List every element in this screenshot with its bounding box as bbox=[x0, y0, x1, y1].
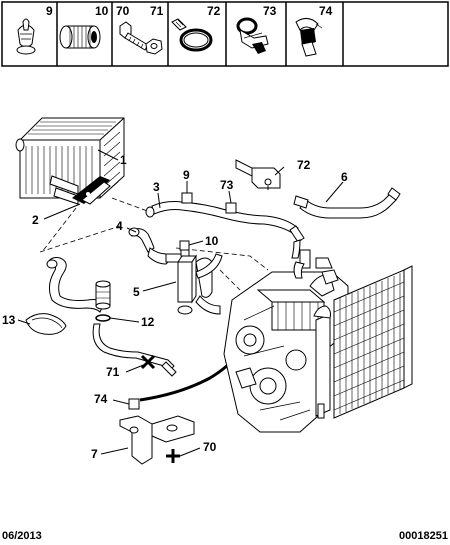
legend-number-71: 71 bbox=[150, 4, 164, 18]
legend-item-10: 10 bbox=[59, 4, 109, 49]
marker-box-9 bbox=[181, 192, 193, 204]
callout-13: 13 bbox=[2, 313, 16, 327]
footer-date: 06/2013 bbox=[2, 530, 42, 542]
legend-number-73: 73 bbox=[263, 4, 277, 18]
leader-lines bbox=[17, 149, 344, 457]
valve-block-5 bbox=[177, 245, 223, 315]
marker-box-10 bbox=[179, 240, 190, 251]
radiator-flange bbox=[72, 176, 111, 205]
callout-73: 73 bbox=[220, 178, 234, 192]
heater-hose-4 bbox=[128, 227, 187, 265]
legend-number-74: 74 bbox=[319, 4, 333, 18]
temperature-sensor-housing bbox=[235, 159, 281, 190]
marker-box-74 bbox=[128, 398, 140, 410]
legend-item-72: 72 bbox=[171, 4, 221, 52]
bracket-clip-icon bbox=[236, 17, 269, 54]
marker-box-73 bbox=[225, 202, 237, 214]
callout-71: 71 bbox=[106, 365, 120, 379]
callout-70: 70 bbox=[203, 440, 217, 454]
legend-item-9: 9 bbox=[16, 4, 53, 55]
nut-icon bbox=[145, 38, 163, 55]
callout-7: 7 bbox=[91, 447, 98, 461]
legend-number-9: 9 bbox=[46, 4, 53, 18]
callout-74: 74 bbox=[94, 392, 108, 406]
legend-item-70: 70 bbox=[116, 4, 149, 51]
footer: 06/2013 00018251 bbox=[2, 530, 448, 542]
legend-item-71: 71 bbox=[145, 4, 164, 55]
hose-clamp-icon bbox=[171, 18, 213, 52]
bypass-hose-6 bbox=[293, 187, 401, 219]
engine-radiator bbox=[313, 265, 413, 419]
callout-10: 10 bbox=[205, 234, 219, 248]
lower-pipe bbox=[92, 323, 177, 377]
legend-number-10: 10 bbox=[95, 4, 109, 18]
callout-5: 5 bbox=[133, 285, 140, 299]
lower-hose-left bbox=[46, 257, 105, 313]
callout-2: 2 bbox=[32, 213, 39, 227]
alignment-lines bbox=[39, 197, 269, 291]
legend-number-72: 72 bbox=[207, 4, 221, 18]
callout-12: 12 bbox=[141, 315, 155, 329]
connector-adapter bbox=[95, 280, 111, 310]
callout-6: 6 bbox=[341, 170, 348, 184]
mounting-bracket-7 bbox=[119, 415, 195, 465]
callout-72: 72 bbox=[297, 158, 311, 172]
o-ring-12 bbox=[95, 314, 111, 322]
legend-number-70: 70 bbox=[116, 4, 130, 18]
heater-radiator bbox=[15, 117, 125, 205]
legend-item-74: 74 bbox=[295, 4, 333, 57]
callout-1: 1 bbox=[120, 153, 127, 167]
callout-labels: 1 2 3 4 5 6 7 9 10 12 13 70 71 72 73 74 bbox=[2, 153, 348, 461]
legend-strip: 9 10 70 bbox=[1, 1, 449, 67]
nut-71-symbol bbox=[140, 354, 156, 370]
hose-clip-icon bbox=[295, 18, 323, 57]
bolt-icon bbox=[119, 21, 149, 51]
heater-hose-3 bbox=[145, 201, 305, 259]
callout-4: 4 bbox=[116, 219, 123, 233]
sleeve-icon bbox=[59, 25, 101, 49]
clip-icon bbox=[16, 18, 36, 55]
callout-3: 3 bbox=[153, 180, 160, 194]
bolt-70-symbol bbox=[166, 449, 180, 463]
seal-13 bbox=[25, 313, 67, 335]
footer-reference: 00018251 bbox=[399, 530, 448, 542]
legend-item-73: 73 bbox=[236, 4, 277, 54]
callout-9: 9 bbox=[183, 168, 190, 182]
